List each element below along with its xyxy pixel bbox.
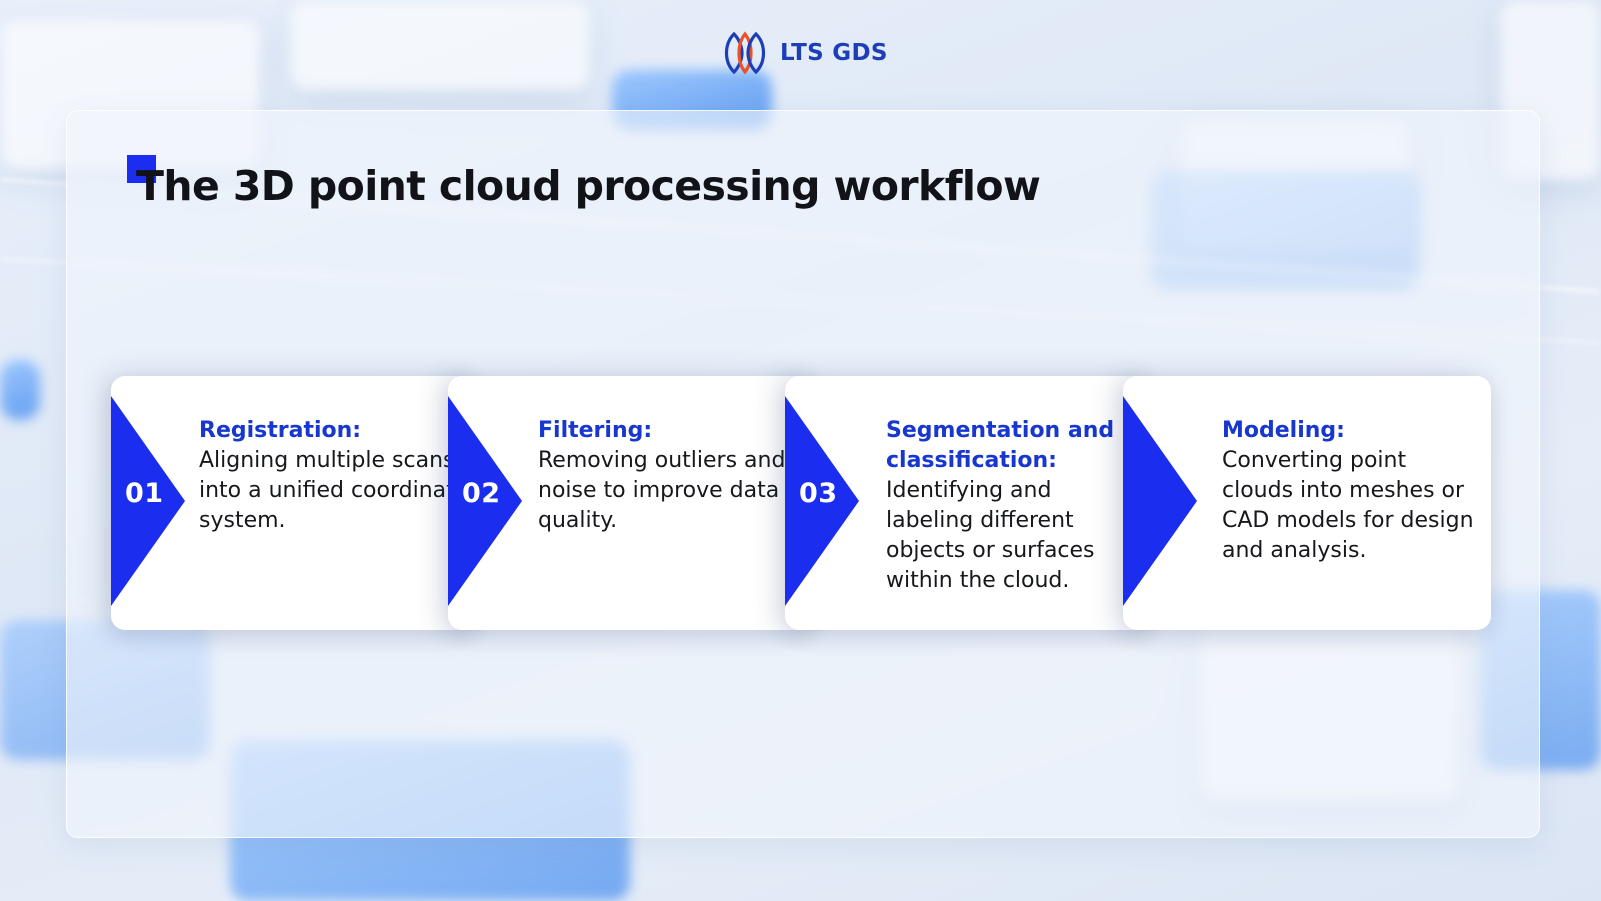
step-heading: Modeling: [1222,418,1345,443]
workflow-step-1: 01 Registration: Aligning multiple scans… [111,376,479,630]
step-number: 03 [799,478,838,509]
background-tile [290,0,590,90]
step-description: Identifying and labeling different objec… [886,478,1095,593]
chevron-right-icon [785,396,859,606]
step-number: 02 [462,478,501,509]
page-title: The 3D point cloud processing workflow [136,162,1041,210]
step-description: Converting point clouds into meshes or C… [1222,448,1474,563]
title-accent-square [127,155,156,183]
step-text: Modeling: Converting point clouds into m… [1222,416,1481,566]
brand-name: LTS GDS [780,40,888,66]
step-description: Removing outliers and noise to improve d… [538,448,786,533]
lts-gds-logo-icon [724,31,766,75]
workflow-step-3: 03 Segmentation and classification: Iden… [785,376,1153,630]
brand-logo: LTS GDS [720,30,888,76]
workflow-step-2: 02 Filtering: Removing outliers and nois… [448,376,816,630]
step-description: Aligning multiple scans into a unified c… [199,448,469,533]
step-text: Filtering: Removing outliers and noise t… [538,416,806,536]
step-number: 01 [125,478,164,509]
step-heading: Filtering: [538,418,653,443]
step-heading: Segmentation and classification: [886,418,1115,473]
step-text: Registration: Aligning multiple scans in… [199,416,469,536]
chevron-right-icon [1123,396,1197,606]
chevron-right-icon [111,396,185,606]
step-text: Segmentation and classification: Identif… [886,416,1143,596]
chevron-right-icon [448,396,522,606]
workflow-step-4: Modeling: Converting point clouds into m… [1123,376,1491,630]
background-tile [0,360,40,420]
step-heading: Registration: [199,418,362,443]
